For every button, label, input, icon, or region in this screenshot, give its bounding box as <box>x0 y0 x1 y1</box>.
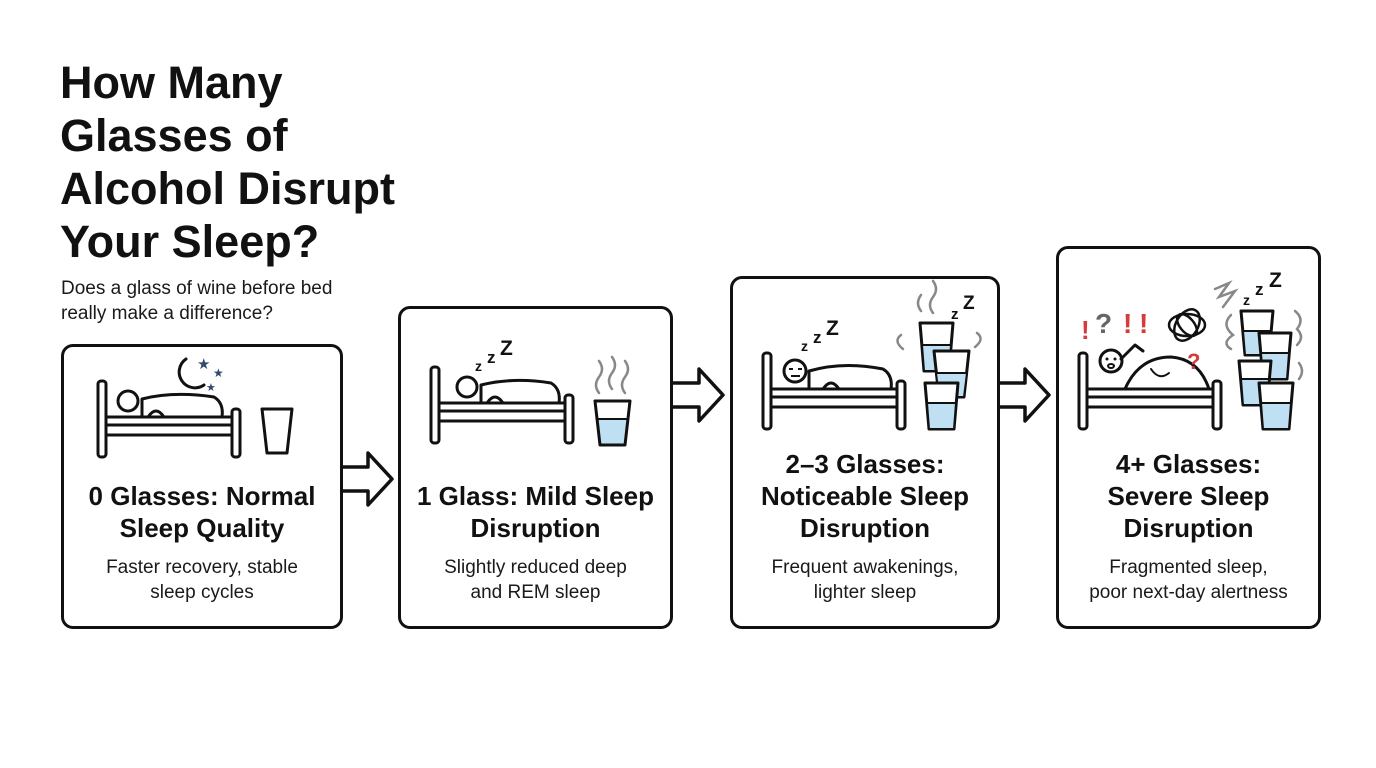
stage-heading-line: Noticeable Sleep <box>760 481 970 511</box>
stage-illustration: ★ ★ ★ <box>96 355 294 459</box>
stage-heading-line: 2–3 Glasses: <box>785 449 945 479</box>
zzz-icon: z z Z <box>475 337 513 374</box>
star-icon: ★ <box>213 366 224 380</box>
page-subtitle: Does a glass of wine before bed really m… <box>61 276 401 326</box>
star-icon: ★ <box>197 355 210 373</box>
svg-text:Z: Z <box>826 317 839 340</box>
flow-arrow-icon <box>669 367 725 423</box>
title-line: Glasses of <box>60 110 288 161</box>
subtitle-line: really make a difference? <box>61 303 273 324</box>
stage-card-4-plus-glasses: ! ? ! ! ? z z Z 4+ Glasses: <box>1056 246 1321 629</box>
stage-description: Frequent awakenings, lighter sleep <box>733 555 997 605</box>
zzz-icon: z Z <box>951 293 975 323</box>
stage-description-line: Faster recovery, stable <box>106 557 298 578</box>
sleeping-person-icon <box>455 375 561 405</box>
svg-text:z: z <box>1243 292 1250 308</box>
svg-text:z: z <box>475 358 482 374</box>
svg-text:z: z <box>801 338 808 354</box>
steam-icon <box>594 355 630 395</box>
stage-heading: 0 Glasses: Normal Sleep Quality <box>64 480 340 544</box>
stage-heading-line: 4+ Glasses: <box>1115 449 1262 479</box>
stage-illustration: z z Z <box>429 337 632 447</box>
title-line: Your Sleep? <box>60 216 320 267</box>
stage-heading: 2–3 Glasses: Noticeable Sleep Disruption <box>733 448 997 544</box>
distressed-person-icon <box>1098 343 1211 391</box>
svg-text:z: z <box>951 306 959 323</box>
stage-card-2-3-glasses: z z Z z Z 2–3 Glasses: Noticeable Sleep … <box>730 276 1000 629</box>
tangle-icon <box>1167 308 1207 342</box>
star-icon: ★ <box>206 381 216 394</box>
stage-card-0-glasses: ★ ★ ★ 0 Glasses: Normal Sleep Quality Fa… <box>61 344 343 629</box>
stage-description-line: poor next-day alertness <box>1089 582 1288 603</box>
stage-description-line: lighter sleep <box>813 582 917 603</box>
stacked-glasses-icon <box>1237 309 1295 431</box>
stage-card-1-glass: z z Z 1 Glass: Mild Sleep Disruption Sli… <box>398 306 673 629</box>
svg-text:Z: Z <box>500 337 513 360</box>
stage-description: Slightly reduced deep and REM sleep <box>401 555 670 605</box>
stage-heading-line: 1 Glass: Mild Sleep <box>417 481 654 511</box>
steam-icon <box>896 279 982 351</box>
exclamation-icon: ! <box>1139 308 1148 339</box>
stage-description-line: and REM sleep <box>470 582 601 603</box>
stage-description: Faster recovery, stable sleep cycles <box>64 555 340 605</box>
title-line: Alcohol Disrupt <box>60 163 395 214</box>
question-icon: ? <box>1187 349 1200 374</box>
stage-description-line: Fragmented sleep, <box>1109 557 1268 578</box>
exclamation-icon: ! <box>1081 315 1090 345</box>
stage-description: Fragmented sleep, poor next-day alertnes… <box>1059 555 1318 605</box>
svg-text:z: z <box>813 328 822 347</box>
stage-heading-line: 0 Glasses: Normal <box>88 481 316 511</box>
stage-description-line: Slightly reduced deep <box>444 557 627 578</box>
svg-text:z: z <box>1255 280 1264 299</box>
stage-heading-line: Disruption <box>1123 513 1254 543</box>
stage-heading: 4+ Glasses: Severe Sleep Disruption <box>1059 448 1318 544</box>
steam-icon <box>1213 280 1304 381</box>
empty-glass-icon <box>260 407 294 455</box>
subtitle-line: Does a glass of wine before bed <box>61 278 333 299</box>
stage-heading-line: Severe Sleep <box>1107 481 1270 511</box>
bed-icon <box>761 351 907 431</box>
stage-illustration: ! ? ! ! ? z z Z <box>1077 269 1304 431</box>
stage-description-line: Frequent awakenings, <box>771 557 959 578</box>
stage-heading-line: Sleep Quality <box>119 513 285 543</box>
svg-text:z: z <box>487 348 496 367</box>
moon-icon <box>177 357 206 390</box>
title-line: How Many <box>60 57 283 108</box>
stage-description-line: sleep cycles <box>150 582 254 603</box>
bed-icon <box>96 379 242 459</box>
svg-text:Z: Z <box>1269 269 1282 292</box>
flow-arrow-icon <box>995 367 1051 423</box>
zzz-icon: z z Z <box>801 317 839 354</box>
page-title: How Many Glasses of Alcohol Disrupt Your… <box>60 56 480 268</box>
stage-heading-line: Disruption <box>800 513 930 543</box>
bed-icon <box>429 365 575 445</box>
svg-text:Z: Z <box>963 293 975 314</box>
sleeping-person-icon <box>116 389 224 419</box>
flow-arrow-icon <box>338 451 394 507</box>
stage-heading-line: Disruption <box>470 513 601 543</box>
stage-illustration: z z Z z Z <box>761 279 982 431</box>
stage-heading: 1 Glass: Mild Sleep Disruption <box>401 480 670 544</box>
zzz-icon: z z Z <box>1243 269 1282 308</box>
restless-person-icon <box>782 358 893 391</box>
stacked-glasses-icon <box>918 321 971 431</box>
glass-of-water-icon <box>593 399 632 447</box>
question-icon: ? <box>1095 308 1112 339</box>
exclamation-icon: ! <box>1123 308 1132 339</box>
